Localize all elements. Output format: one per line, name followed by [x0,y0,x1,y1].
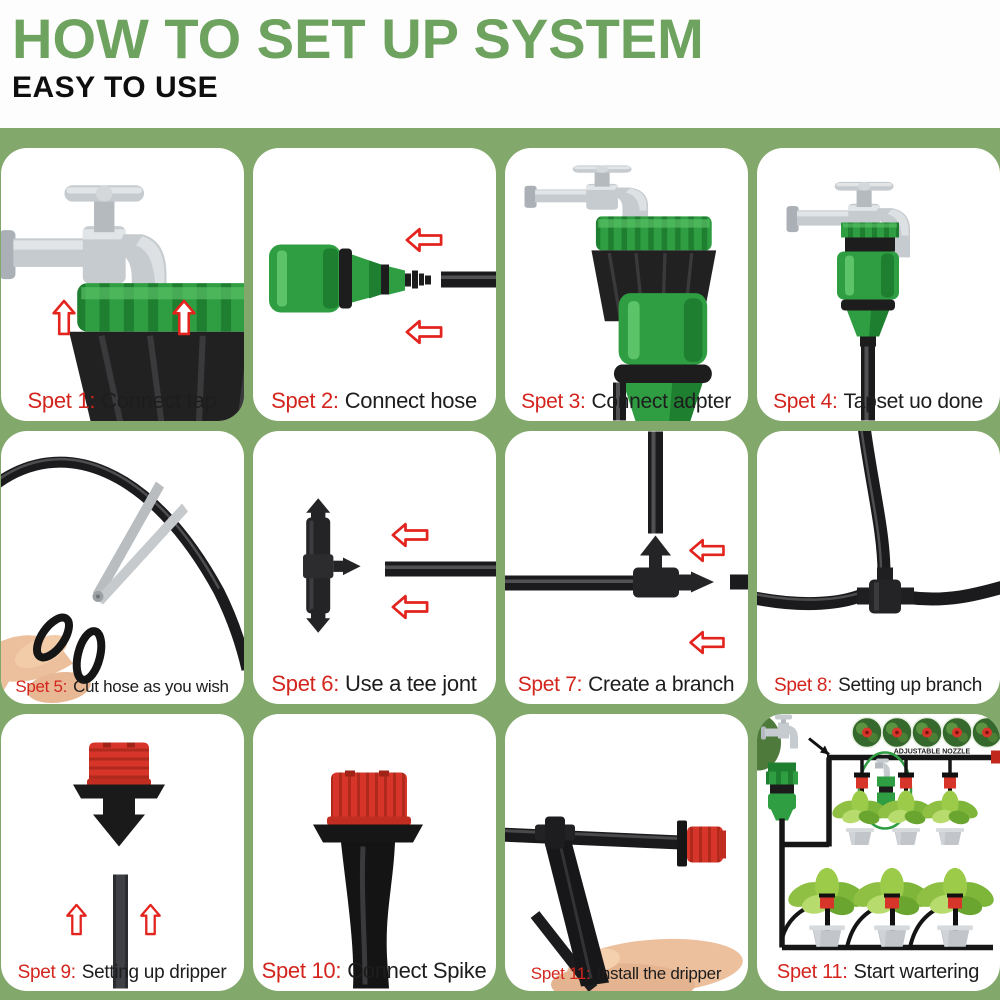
steps-grid: Spet 1:Connect tap Spet 2:Connect hose [0,128,1000,991]
page-subtitle: EASY TO USE [12,71,219,105]
scissors-cutting-hose-illustration [0,456,244,704]
step-label: Spet 5: [15,677,68,696]
step-caption: Spet 11:Start wartering [757,961,1000,984]
dripper-and-tube-illustration [65,742,165,989]
tee-joint-inline-illustration [504,431,748,655]
page-title: HOW TO SET UP SYSTEM [12,7,704,70]
quick-connector-hose-illustration [268,227,496,345]
step-caption: Spet 2:Connect hose [253,388,496,414]
step-text: Cut hose as you wish [73,677,229,696]
step-caption: Spet 6:Use a tee jont [253,671,496,697]
adjustable-nozzle-label: ADJUSTABLE NOZZLE [893,749,970,756]
step-panel-5: Spet 5: Cut hose as you wish [0,431,244,704]
tap-fully-assembled-illustration [757,148,1000,421]
header: HOW TO SET UP SYSTEM EASY TO USE [0,0,1000,128]
step-text: Start wartering [853,961,980,983]
step-text: Connect Spike [347,958,487,983]
step-label: Spet 4: [773,390,838,413]
step-panel-4: Spet 4:Tapset uo done [756,148,1000,421]
tee-joint-illustration [302,498,496,633]
step-panel-9: Spet 9:Setting up dripper [0,714,244,991]
step-caption: Spet 1:Connect tap [1,388,244,414]
tap-adapter-stack-illustration [505,148,748,421]
step-panel-1: Spet 1:Connect tap [0,148,244,421]
step-caption: Spet 7:Create a branch [505,673,748,697]
step-text: Connect adpter [591,390,732,413]
step-text: Setting up dripper [81,962,227,983]
step-caption: Spet 5: Cut hose as you wish [1,677,244,697]
step-panel-12: ADJUSTABLE NOZZLE [756,714,1000,991]
step-text: Use a tee jont [345,671,477,696]
step-caption: Spet 8:Setting up branch [757,675,1000,697]
step-caption: Spet 11: Install the dripper [505,964,748,984]
step-panel-2: Spet 2:Connect hose [252,148,496,421]
step-caption: Spet 9:Setting up dripper [1,962,244,984]
step-text: Connect tap [101,388,217,413]
step-label: Spet 3: [521,390,586,413]
step-caption: Spet 10:Connect Spike [253,958,496,984]
step-text: Connect hose [344,388,477,413]
step-panel-3: Spet 3:Connect adpter [504,148,748,421]
step-text: Install the dripper [596,964,722,983]
hand-installing-dripper-illustration [504,816,743,991]
step-text: Setting up branch [838,675,982,696]
step-label: Spet 10: [261,958,342,983]
step-panel-11: Spet 11: Install the dripper [504,714,748,991]
step-label: Spet 11: [530,964,591,983]
step-panel-7: Spet 7:Create a branch [504,431,748,704]
step-label: Spet 7: [517,673,583,696]
step-label: Spet 2: [271,388,339,413]
step-panel-10: Spet 10:Connect Spike [252,714,496,991]
watering-system-diagram: ADJUSTABLE NOZZLE [756,714,1000,951]
step-label: Spet 8: [774,675,833,696]
step-caption: Spet 4:Tapset uo done [757,390,1000,414]
step-text: Tapset uo done [843,390,984,413]
step-label: Spet 1: [27,388,96,413]
step-panel-6: Spet 6:Use a tee jont [252,431,496,704]
step-label: Spet 6: [271,671,340,696]
step-panel-8: Spet 8:Setting up branch [756,431,1000,704]
dripper-on-spike-illustration [312,770,423,989]
step-label: Spet 9: [17,962,76,983]
step-text: Create a branch [588,673,735,696]
step-caption: Spet 3:Connect adpter [505,390,748,414]
tee-branch-assembled-illustration [756,431,1000,614]
step-label: Spet 11: [776,961,848,983]
tap-with-connector-illustration [1,148,244,421]
